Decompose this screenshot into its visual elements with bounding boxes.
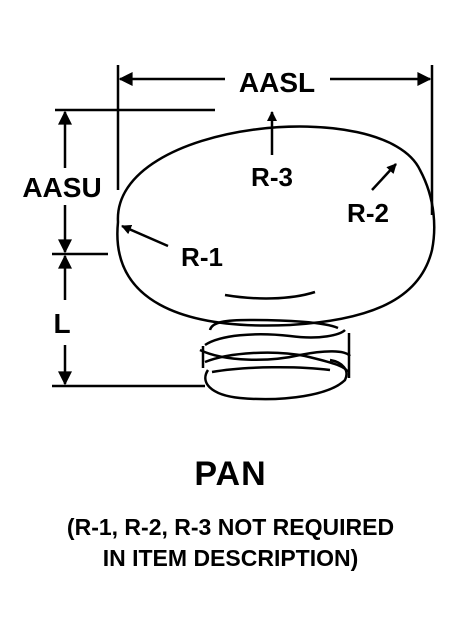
aasu-label: AASU <box>22 172 101 203</box>
diagram-title: PAN <box>194 455 267 493</box>
l-dimension <box>52 254 205 388</box>
r3-label: R-3 <box>251 162 293 192</box>
aasl-label: AASL <box>239 67 315 98</box>
screw-head <box>116 125 436 327</box>
head-shading-line <box>224 290 316 300</box>
aasu-dimension <box>52 108 215 256</box>
caption-note-line-1: (R-1, R-2, R-3 NOT REQUIRED <box>66 514 395 540</box>
r1-arrow <box>121 224 169 248</box>
r2-label: R-2 <box>347 198 389 228</box>
l-label: L <box>53 308 70 339</box>
threaded-shank <box>199 318 351 401</box>
caption-note-line-2: IN ITEM DESCRIPTION) <box>102 545 359 571</box>
r1-label: R-1 <box>181 242 223 272</box>
r2-arrow <box>371 163 397 191</box>
aasl-dimension <box>116 65 434 215</box>
